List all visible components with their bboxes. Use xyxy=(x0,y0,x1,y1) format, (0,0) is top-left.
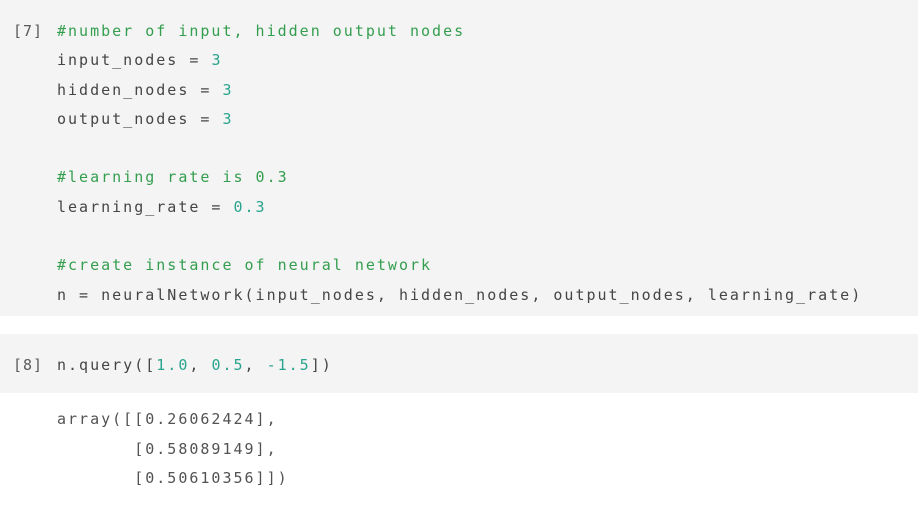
token-number: 3 xyxy=(222,109,234,128)
code-line[interactable]: n = neuralNetwork(input_nodes, hidden_no… xyxy=(57,281,910,310)
token-comment: #number of input, hidden output nodes xyxy=(57,22,466,40)
execution-count-7: [7] xyxy=(13,22,44,40)
token-plain: input_nodes = xyxy=(57,51,212,70)
code-line[interactable]: learning_rate = 0.3 xyxy=(57,193,910,222)
output-area: array([[0.26062424], [0.58089149], [0.50… xyxy=(57,405,910,493)
code-line[interactable] xyxy=(57,134,910,163)
token-plain: hidden_nodes = xyxy=(57,80,223,99)
token-number: 0.3 xyxy=(233,197,267,216)
token-number: 0.5 xyxy=(211,355,245,374)
token-plain: , xyxy=(244,355,267,374)
token-number: 3 xyxy=(222,80,234,99)
code-cell-8[interactable]: [8] n.query([1.0, 0.5, -1.5]) xyxy=(0,333,918,394)
token-number: 3 xyxy=(211,51,223,70)
code-line[interactable]: n.query([1.0, 0.5, -1.5]) xyxy=(57,351,910,380)
token-number: -1.5 xyxy=(266,355,311,374)
code-line[interactable] xyxy=(57,222,910,251)
code-cell-7[interactable]: [7] #number of input, hidden output node… xyxy=(0,0,918,316)
token-comment: #create instance of neural network xyxy=(57,256,433,275)
token-plain: , xyxy=(189,355,212,374)
output-line: [0.58089149], xyxy=(57,439,278,458)
output-line: array([[0.26062424], xyxy=(57,410,278,429)
code-line[interactable]: input_nodes = 3 xyxy=(57,46,910,75)
token-plain: learning_rate = xyxy=(57,197,234,216)
token-plain: n = neuralNetwork(input_nodes, hidden_no… xyxy=(57,285,863,304)
code-line[interactable]: hidden_nodes = 3 xyxy=(57,76,910,105)
code-line[interactable]: #learning rate is 0.3 xyxy=(57,163,910,192)
token-plain: ]) xyxy=(310,355,333,374)
output-line: [0.50610356]]) xyxy=(57,468,289,487)
code-editor-7[interactable]: #number of input, hidden output nodes inp… xyxy=(57,17,910,310)
execution-count-8: [8] xyxy=(13,355,44,374)
token-comment: #learning rate is 0.3 xyxy=(57,168,289,187)
cell-output: array([[0.26062424], [0.58089149], [0.50… xyxy=(0,393,918,494)
code-line[interactable]: #number of input, hidden output nodes xyxy=(57,17,910,46)
code-line[interactable]: #create instance of neural network xyxy=(57,251,910,280)
code-editor-8[interactable]: n.query([1.0, 0.5, -1.5]) xyxy=(57,351,910,380)
token-plain: n.query([ xyxy=(57,355,157,374)
token-number: 1.0 xyxy=(156,355,190,374)
token-plain: output_nodes = xyxy=(57,109,223,128)
code-line[interactable]: output_nodes = 3 xyxy=(57,105,910,134)
